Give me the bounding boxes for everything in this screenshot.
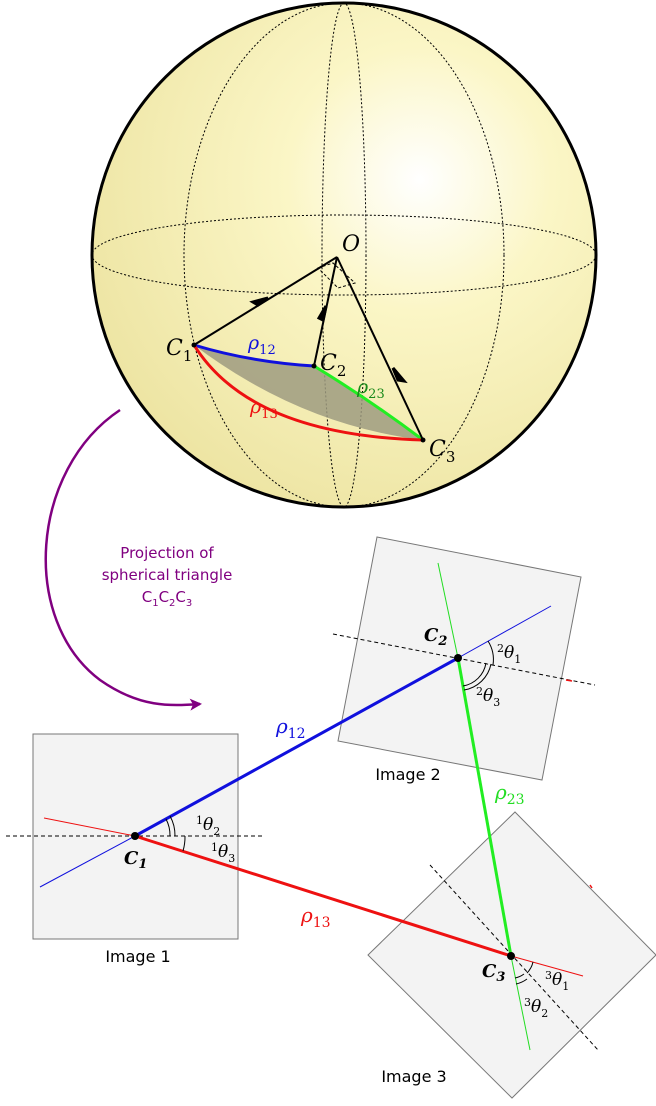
projection-label-line1: Projection of: [120, 544, 214, 562]
image2-angle-arc-theta3: [462, 662, 487, 687]
point-c1: [191, 342, 197, 348]
label-arc-rho13: ρ13: [249, 396, 278, 422]
image3-angle-arc-theta1: [526, 961, 534, 974]
image1-rho13-thin: [43, 817, 136, 837]
image2-center-label: C2: [424, 625, 447, 649]
image1-angle-arc-theta2-inner: [169, 815, 176, 837]
projection-arrow: [44, 408, 202, 711]
image2-angle-b-label: 2θ3: [476, 685, 500, 709]
image3-center-label: C3: [482, 961, 505, 985]
label-arc-rho12: ρ12: [247, 332, 276, 358]
image3-angle-b-label: 3θ2: [524, 996, 548, 1020]
image1-caption: Image 1: [105, 947, 170, 966]
arrowhead-c2: [316, 305, 328, 323]
arc-rho12: [193, 343, 315, 368]
image1-rho12-thin: [39, 835, 136, 888]
image1-angle-arc-theta2: [165, 818, 171, 837]
image2-angle-a-label: 2θ1: [497, 642, 521, 666]
image3-center-point: [507, 952, 515, 960]
image2-caption: Image 2: [375, 765, 440, 784]
arc-rho13: [192, 344, 424, 442]
image2-center-point: [454, 654, 462, 662]
label-c3: C3: [429, 437, 455, 466]
label-c1: C1: [166, 336, 192, 365]
right-angle-mark: [317, 262, 356, 289]
line-rho13: [134, 834, 512, 958]
sphere-equator: [91, 214, 597, 296]
label-c2: C2: [320, 351, 346, 380]
image1-angle-arc-theta3: [182, 835, 186, 852]
label-arc-rho23: ρ23: [356, 376, 385, 402]
line-rho12-label: ρ12: [275, 714, 306, 742]
image3-angle-arc-theta2-inner: [515, 978, 528, 985]
label-origin: O: [342, 232, 360, 257]
image3-angle-arc-theta2: [514, 973, 525, 979]
sphere-meridian-1: [321, 2, 367, 508]
projection-label-line3: C1C2C3: [142, 588, 193, 609]
spherical-triangle: [194, 345, 423, 440]
sphere-group: O C1 C2 C3 ρ12 ρ23 ρ13: [90, 1, 598, 509]
image2-rho12-thin: [457, 605, 552, 659]
image1-center-label: C1: [124, 848, 147, 872]
image3-rho13-thin: [510, 955, 584, 977]
image2-dashed-axis: [332, 633, 596, 686]
sphere-meridian-2: [183, 2, 505, 508]
line-rho23-label: ρ23: [494, 780, 525, 808]
line-rho12: [134, 656, 459, 838]
image3-red-tick: [589, 884, 593, 889]
projection-label: Projection of spherical triangle C1C2C3: [102, 544, 233, 609]
image2-angle-arc-theta1: [487, 640, 494, 666]
image1-center-point: [131, 832, 139, 840]
arrowhead-c1: [249, 296, 269, 307]
image1-angle-a-label: 1θ2: [196, 814, 220, 838]
projection-label-line2: spherical triangle: [102, 566, 233, 584]
line-rho23: [456, 657, 513, 957]
image1-angle-b-label: 1θ3: [211, 841, 235, 865]
image2-red-tick: [565, 679, 573, 682]
image3-caption: Image 3: [381, 1067, 446, 1086]
image2-angle-arc-theta3-inner: [463, 663, 492, 691]
line-rho13-label: ρ13: [300, 903, 331, 931]
image2-rho23-thin: [437, 562, 459, 659]
point-c3: [420, 437, 426, 443]
image3-angle-a-label: 3θ1: [545, 969, 569, 993]
vector-o-c3: [336, 256, 424, 441]
image3-rho23-thin: [510, 955, 531, 1051]
arc-rho23: [313, 364, 424, 442]
arrowhead-c3: [391, 367, 408, 384]
point-c2: [311, 363, 317, 369]
